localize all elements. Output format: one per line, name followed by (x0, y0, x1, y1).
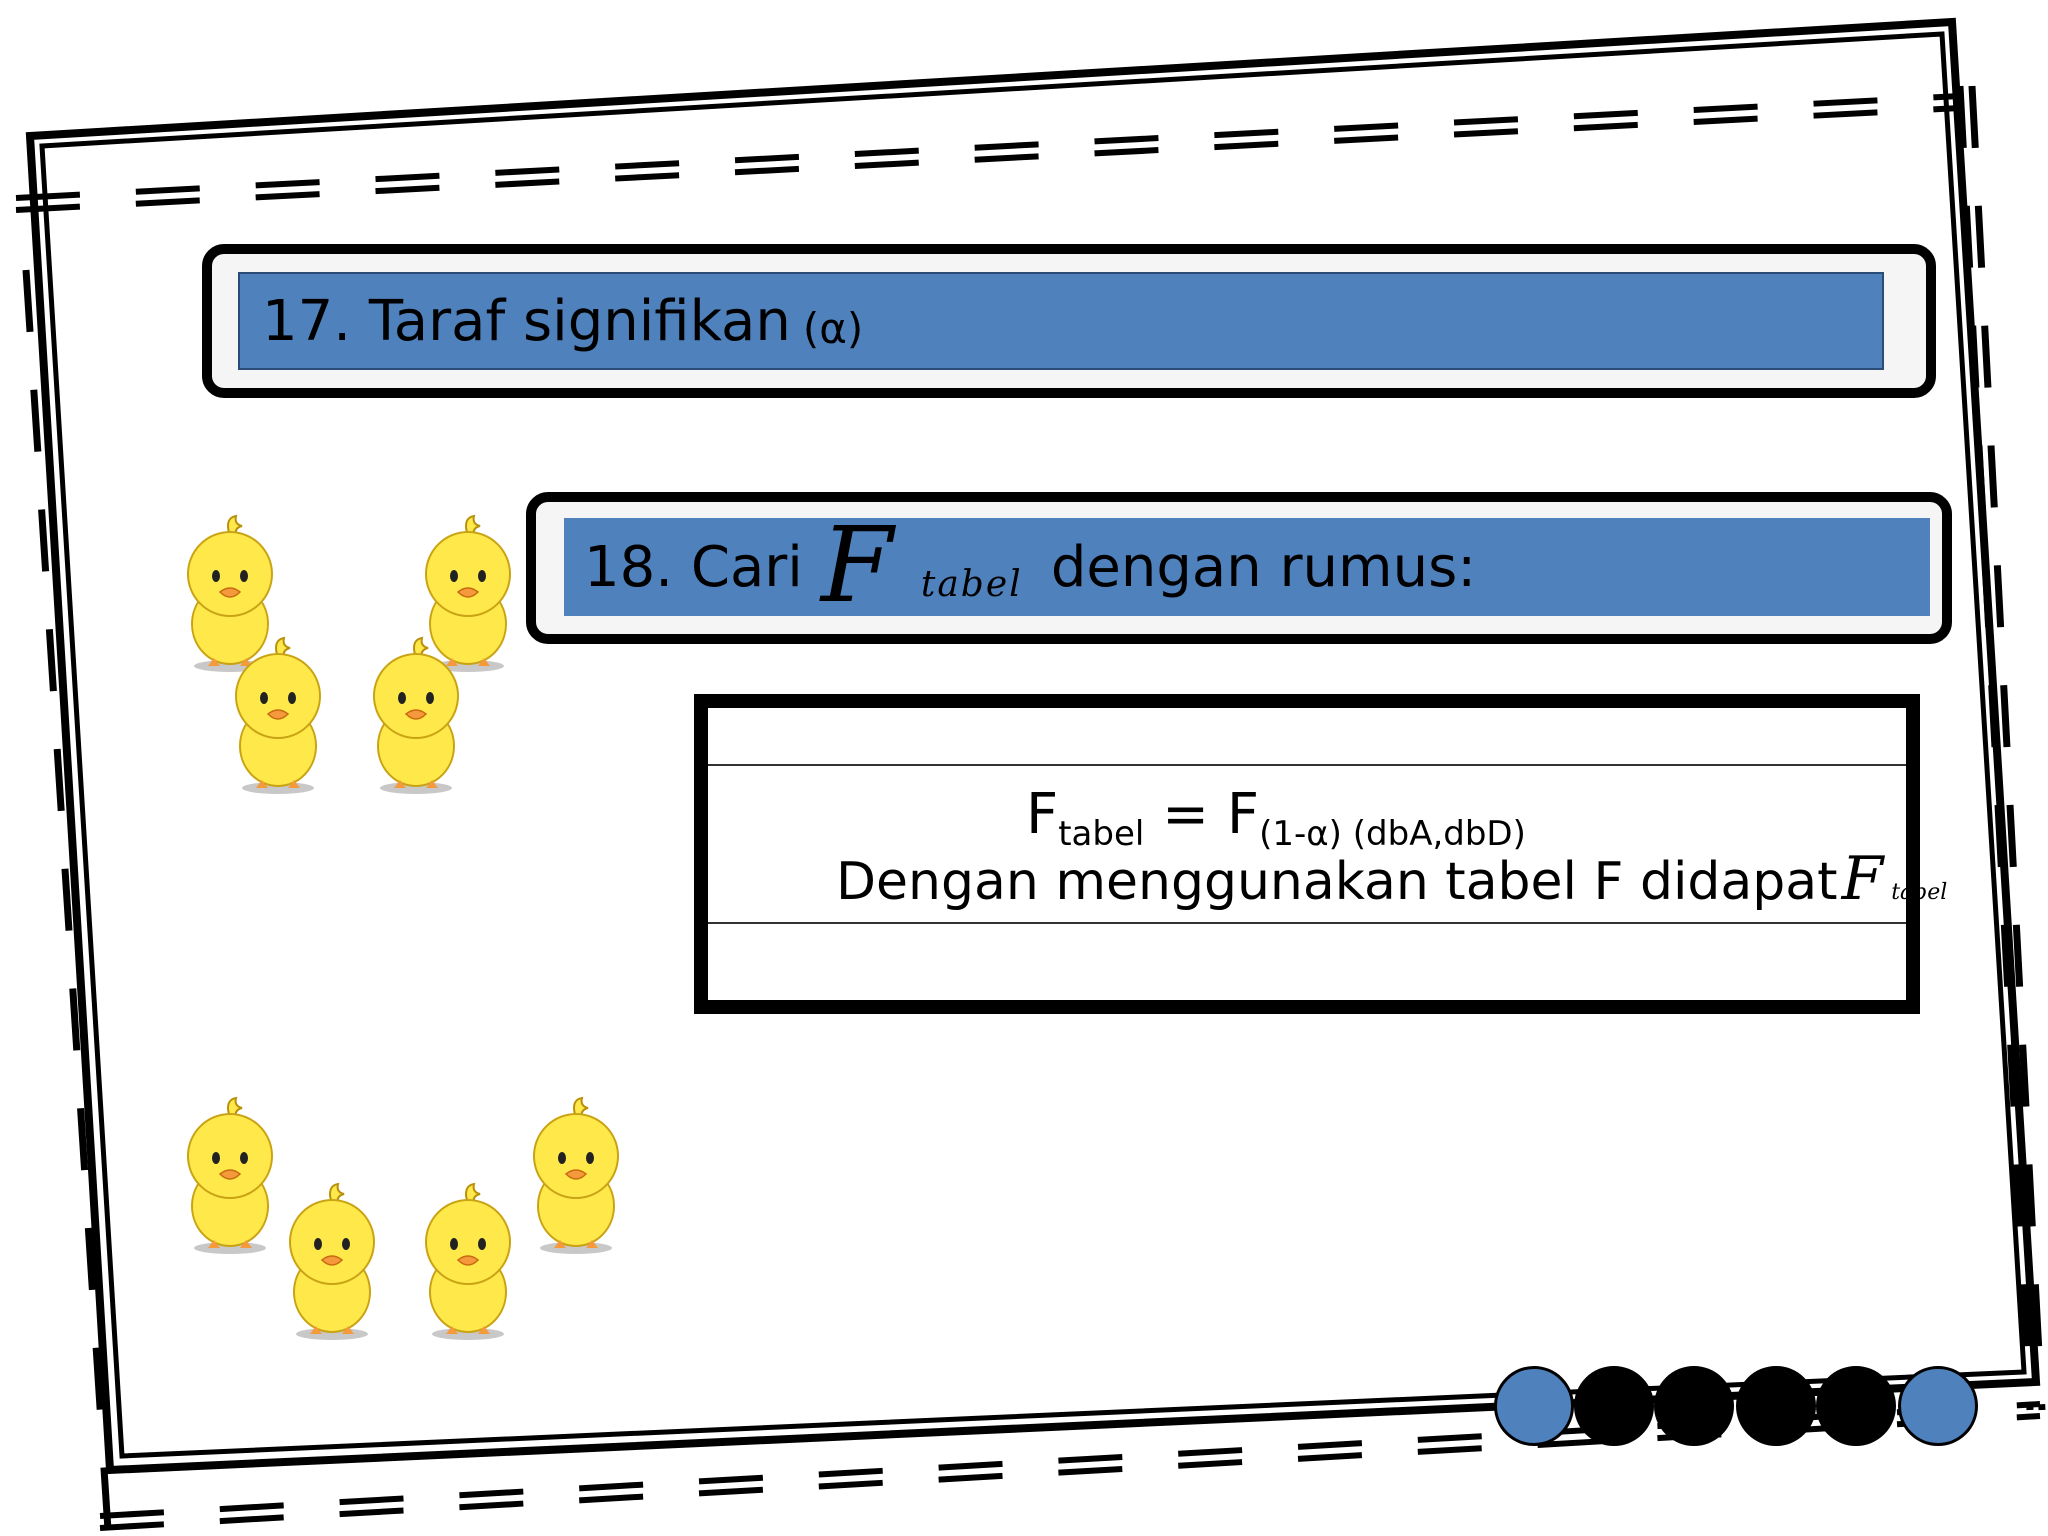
formula-lhs: F (1026, 782, 1059, 847)
alpha-symbol: (α) (802, 303, 864, 353)
formula-result-symbol: F (1841, 844, 1884, 914)
formula-result-text: Dengan menggunakan tabel F didapat (836, 852, 1838, 912)
formula-result-symbol-sub: tabel (1891, 880, 1948, 905)
chick-icon (533, 1097, 619, 1255)
progress-dot (1494, 1366, 1574, 1446)
progress-dot (1898, 1366, 1978, 1446)
formula-lhs-sub: tabel (1058, 814, 1145, 855)
formula-rhs: F (1226, 782, 1260, 847)
formula-rule-top (708, 764, 1906, 766)
item-18-suffix: dengan rumus: (1050, 534, 1477, 600)
chick-icon (187, 1097, 273, 1255)
chick-icon (235, 637, 321, 795)
item-18-prefix: 18. Cari (584, 534, 803, 600)
formula-rule-bottom (708, 922, 1906, 924)
chick-icon (425, 1183, 511, 1341)
progress-dot (1574, 1366, 1654, 1446)
formula-equation: Ftabel = F(1-α) (dbA,dbD) (1026, 782, 1526, 854)
item-17-text: 17. Taraf signifikan (262, 288, 791, 354)
formula-box: Ftabel = F(1-α) (dbA,dbD) Dengan menggun… (694, 694, 1947, 1014)
item-17-bar: 17. Taraf signifikan (α) (238, 272, 1884, 370)
chick-icon (289, 1183, 375, 1341)
f-symbol-sub: tabel (920, 564, 1023, 605)
formula-rhs-sub: (1-α) (dbA,dbD) (1259, 814, 1526, 855)
chick-icon (373, 637, 459, 795)
progress-dot (1736, 1366, 1816, 1446)
item-18-bar: 18. Cari F tabel dengan rumus: (564, 504, 1930, 626)
formula-equals: = (1162, 782, 1210, 847)
f-symbol: F (820, 504, 894, 626)
progress-dot (1654, 1366, 1734, 1446)
f-tabel-symbol: F tabel (821, 504, 1051, 626)
progress-dot (1816, 1366, 1896, 1446)
